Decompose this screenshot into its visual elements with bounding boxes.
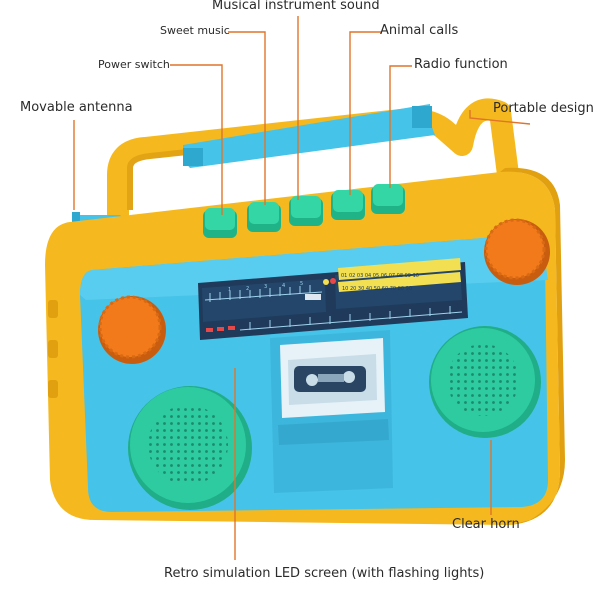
radio-function-button[interactable] <box>371 184 405 214</box>
carry-handle <box>107 98 521 226</box>
right-knob[interactable] <box>484 218 550 285</box>
dial-left-4: 4 <box>282 283 285 289</box>
sweet-music-button[interactable] <box>247 202 281 232</box>
left-knob[interactable] <box>98 295 166 364</box>
label-movable-antenna: Movable antenna <box>20 100 133 115</box>
dial-lower-scale: 10 20 30 40 50 60 70 80 90 <box>342 286 412 292</box>
dial-left-scale: 1 2 3 4 5 <box>228 281 303 293</box>
led-screen <box>198 258 468 340</box>
cassette-deck <box>270 330 393 493</box>
power-switch-button[interactable] <box>203 208 237 238</box>
label-portable-design: Portable design <box>493 101 594 116</box>
instrument-sound-button[interactable] <box>289 196 323 226</box>
dial-upper-scale: 01 02 03 04 05 06 07 08 09 10 <box>341 273 419 279</box>
leader-lines <box>73 16 531 560</box>
label-musical-instrument-sound: Musical instrument sound <box>212 0 380 13</box>
dial-left-5: 5 <box>300 281 303 287</box>
label-radio-function: Radio function <box>414 57 508 72</box>
label-retro-screen: Retro simulation LED screen (with flashi… <box>164 566 485 581</box>
right-speaker <box>429 326 541 438</box>
dial-left-3: 3 <box>264 284 267 290</box>
dial-numbers: 01 02 03 04 05 06 07 08 09 10 10 20 30 4… <box>341 273 419 292</box>
left-speaker <box>128 386 252 510</box>
label-animal-calls: Animal calls <box>380 23 459 38</box>
animal-calls-button[interactable] <box>331 190 365 220</box>
top-buttons <box>203 184 405 238</box>
dial-left-2: 2 <box>246 286 249 292</box>
dial-left-1: 1 <box>228 287 231 293</box>
label-clear-horn: Clear horn <box>452 517 520 532</box>
label-power-switch: Power switch <box>98 58 170 71</box>
label-sweet-music: Sweet music <box>160 24 230 37</box>
